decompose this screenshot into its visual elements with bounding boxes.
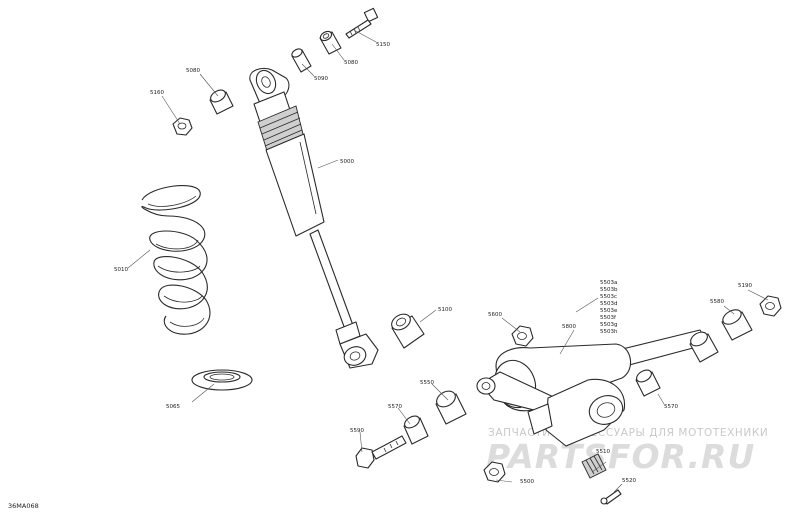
figure-code: 36MA068 [8, 502, 39, 510]
watermark: ЗАПЧАСТИ И АКСЕССУАРЫ ДЛЯ МОТОТЕХНИКИ PA… [486, 427, 768, 476]
callout-5080-top: 5080 [344, 60, 358, 66]
watermark-logo: PARTSFOR.RU [486, 437, 755, 476]
bolt-5590 [355, 435, 407, 469]
callout-5150: 5150 [376, 42, 390, 48]
sleeve-5570-right [635, 369, 661, 397]
subcode-5503g: 5503g [600, 322, 618, 328]
coil-spring-5010 [141, 185, 211, 335]
callout-labels: 5150 5090 5080 5080 5160 5000 5010 5065 … [114, 42, 752, 485]
washer-5065 [191, 369, 253, 391]
bushing-5580-right [721, 309, 753, 341]
swing-arm-5800 [476, 329, 709, 447]
subcode-5503a: 5503a [600, 280, 617, 286]
bushing-5080-left [209, 89, 234, 115]
callout-5580-right: 5580 [710, 299, 724, 305]
callout-5520: 5520 [622, 478, 636, 484]
callout-5570-right: 5570 [664, 404, 678, 410]
callout-5000: 5000 [340, 159, 354, 165]
subcode-5503c: 5503c [600, 294, 617, 300]
callout-5190: 5190 [738, 283, 752, 289]
sleeve-5570-left [403, 415, 429, 445]
nut-5190 [759, 295, 782, 317]
callout-5500: 5500 [520, 479, 534, 485]
bushing-5100 [391, 313, 425, 349]
nut-5600 [511, 325, 534, 347]
subcode-5503h: 5503h [600, 329, 618, 335]
callout-5100: 5100 [438, 307, 452, 313]
callout-5600: 5600 [488, 312, 502, 318]
shock-absorber-5000 [249, 67, 379, 369]
subcode-5503f: 5503f [600, 315, 617, 321]
nut-5500 [483, 461, 506, 483]
leader-lines [127, 29, 769, 493]
bushing-5080-top [319, 30, 342, 55]
callout-5570-left: 5570 [388, 404, 402, 410]
screw-5520 [600, 489, 622, 505]
callout-5065: 5065 [166, 404, 180, 410]
collar-5510 [581, 453, 607, 479]
callout-5550: 5550 [420, 380, 434, 386]
subcode-5503e: 5503e [600, 308, 618, 314]
callout-5510: 5510 [596, 449, 610, 455]
callout-5800: 5800 [562, 324, 576, 330]
callout-5080-left: 5080 [186, 68, 200, 74]
nut-5160 [172, 117, 193, 136]
sleeve-5090 [291, 48, 312, 73]
callout-5090: 5090 [314, 76, 328, 82]
bolt-5150 [345, 7, 379, 39]
subcode-5503d: 5503d [600, 301, 618, 307]
callout-5590: 5590 [350, 428, 364, 434]
subcode-list: 5503a 5503b 5503c 5503d 5503e 5503f 5503… [600, 280, 618, 335]
subcode-5503b: 5503b [600, 287, 618, 293]
bushing-5550 [689, 331, 719, 363]
callout-5160: 5160 [150, 90, 164, 96]
bushing-5580-left [435, 390, 467, 425]
callout-5010: 5010 [114, 267, 128, 273]
